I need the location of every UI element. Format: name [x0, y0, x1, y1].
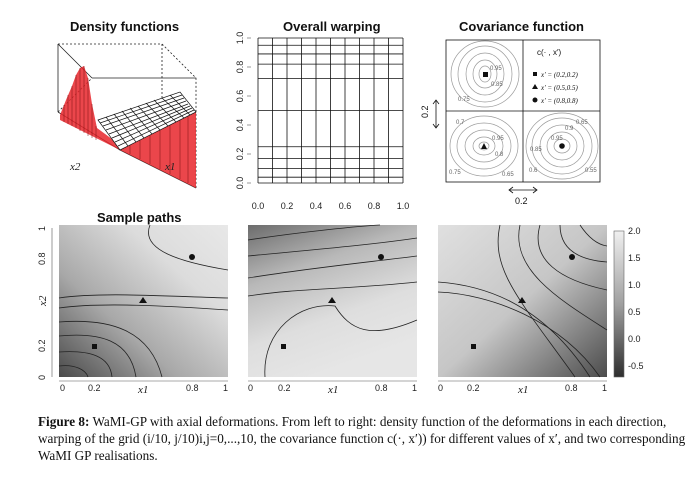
- colorbar: [613, 230, 625, 378]
- svg-text:1: 1: [223, 383, 228, 393]
- density-red-surface: [60, 66, 196, 188]
- figure-label: Figure 8:: [38, 414, 90, 429]
- svg-text:0.65: 0.65: [502, 172, 514, 178]
- svg-text:0.6: 0.6: [529, 168, 538, 174]
- svg-text:0.9: 0.9: [565, 126, 574, 132]
- covariance-contours: [449, 40, 599, 180]
- warping-x-tick: 0.0: [252, 201, 265, 211]
- warping-y-tick: 1.0: [235, 32, 245, 45]
- covariance-legend-title: c(· , x′): [537, 48, 561, 57]
- svg-text:0.75: 0.75: [458, 97, 470, 103]
- svg-text:x1: x1: [517, 384, 528, 396]
- svg-text:0: 0: [438, 383, 443, 393]
- figure-caption: Figure 8: WaMI-GP with axial deformation…: [38, 413, 688, 464]
- density-panel-title: Density functions: [70, 19, 180, 34]
- warping-panel-title: Overall warping: [283, 19, 381, 34]
- svg-text:0.8: 0.8: [37, 252, 47, 265]
- svg-text:0.75: 0.75: [449, 170, 461, 176]
- svg-text:0: 0: [60, 383, 65, 393]
- sample-paths-x-ticks: 0 0.2 x1 0.8 1 0 0.2 x1 0.8 1 0 0.2 x1 0…: [60, 383, 607, 396]
- legend-item-circle: x′ = (0.8,0.8): [540, 97, 578, 105]
- sample-paths-axis-lines: [51, 228, 607, 382]
- warping-y-ticks: 0.0 0.2 0.4 0.6 0.8 1.0: [235, 32, 251, 190]
- warping-x-tick: 1.0: [397, 201, 410, 211]
- figure-caption-text: WaMI-GP with axial deformations. From le…: [38, 414, 686, 463]
- svg-text:1: 1: [37, 226, 47, 231]
- warping-x-tick: 0.4: [310, 201, 323, 211]
- density-floor-grid: [97, 91, 197, 151]
- svg-text:0: 0: [37, 375, 47, 380]
- density-axis-x2-label: x2: [69, 161, 81, 173]
- svg-text:0.2: 0.2: [467, 383, 480, 393]
- warping-grid: [257, 37, 404, 184]
- svg-text:0.8: 0.8: [186, 383, 199, 393]
- svg-text:0.95: 0.95: [551, 136, 563, 142]
- svg-text:x1: x1: [327, 384, 338, 396]
- sample-path-3-contours: [437, 224, 608, 378]
- legend-item-triangle: x′ = (0.5,0.5): [540, 84, 578, 92]
- svg-text:0.65: 0.65: [576, 120, 588, 126]
- svg-text:0.8: 0.8: [565, 383, 578, 393]
- square-marker: [483, 72, 488, 77]
- warping-x-ticks: 0.0 0.2 0.4 0.6 0.8 1.0: [252, 201, 410, 211]
- svg-text:0.7: 0.7: [456, 120, 465, 126]
- sample-paths-title: Sample paths: [97, 210, 182, 225]
- warping-x-tick: 0.8: [368, 201, 381, 211]
- scale-label-vertical: 0.2: [420, 105, 430, 118]
- svg-text:0.2: 0.2: [278, 383, 291, 393]
- svg-text:0.5: 0.5: [628, 307, 641, 317]
- warping-x-tick: 0.2: [281, 201, 294, 211]
- density-axis-x1-label: x1: [164, 161, 175, 173]
- svg-text:0.8: 0.8: [375, 383, 388, 393]
- circle-marker: [559, 143, 565, 149]
- colorbar-ticks: 2.0 1.5 1.0 0.5 0.0 -0.5: [628, 226, 644, 371]
- triangle-marker: [481, 143, 487, 149]
- warping-y-tick: 0.8: [235, 61, 245, 74]
- svg-text:0.95: 0.95: [492, 136, 504, 142]
- warping-y-tick: 0.2: [235, 148, 245, 161]
- scale-label-horizontal: 0.2: [515, 196, 528, 206]
- svg-text:0.85: 0.85: [491, 82, 503, 88]
- svg-text:0.0: 0.0: [628, 334, 641, 344]
- svg-text:x1: x1: [137, 384, 148, 396]
- svg-text:0.85: 0.85: [530, 147, 542, 153]
- warping-y-tick: 0.4: [235, 119, 245, 132]
- warping-y-tick: 0.6: [235, 90, 245, 103]
- svg-text:0.8: 0.8: [495, 152, 504, 158]
- covariance-contour-labels: 0.95 0.85 0.75 0.95 0.8 0.7 0.65 0.95 0.…: [449, 66, 597, 178]
- svg-text:0.2: 0.2: [37, 339, 47, 352]
- legend-item-square: x′ = (0.2,0.2): [540, 71, 578, 79]
- covariance-panel-title: Covariance function: [459, 19, 584, 34]
- svg-text:2.0: 2.0: [628, 226, 641, 236]
- svg-text:x2: x2: [37, 295, 49, 307]
- svg-text:1.5: 1.5: [628, 253, 641, 263]
- svg-text:0.2: 0.2: [88, 383, 101, 393]
- svg-text:0.95: 0.95: [490, 66, 502, 72]
- sample-paths-y-ticks: 0 0.2 x2 0.8 1: [37, 226, 49, 380]
- svg-text:1: 1: [412, 383, 417, 393]
- sample-path-2-contours: [247, 224, 418, 378]
- warping-x-tick: 0.6: [339, 201, 352, 211]
- svg-text:1.0: 1.0: [628, 280, 641, 290]
- svg-text:0.55: 0.55: [585, 168, 597, 174]
- scale-arrows: [432, 99, 538, 194]
- sample-path-1-contours: [58, 224, 229, 378]
- svg-text:0: 0: [248, 383, 253, 393]
- svg-text:-0.5: -0.5: [628, 361, 644, 371]
- svg-text:1: 1: [602, 383, 607, 393]
- warping-y-tick: 0.0: [235, 177, 245, 190]
